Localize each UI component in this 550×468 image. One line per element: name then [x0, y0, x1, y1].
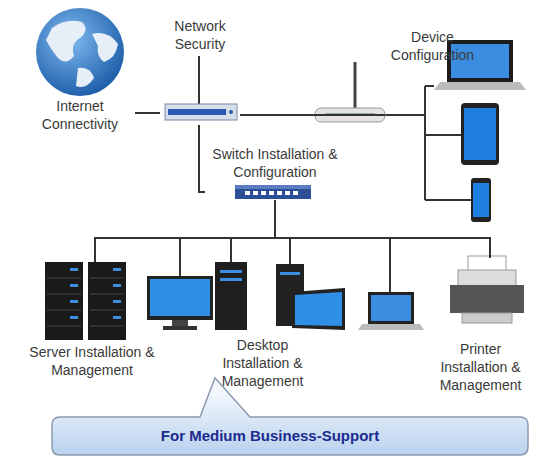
wire	[180, 56, 471, 292]
phone-icon	[471, 178, 491, 222]
device-label: Server Installation & Management	[28, 343, 156, 379]
server-icon	[45, 262, 126, 340]
firewall-node: Network Security	[160, 15, 240, 125]
device-label: Internet Connectivity	[25, 97, 135, 133]
network-cable	[240, 115, 385, 116]
switch-node: Switch Installation & Configuration	[205, 143, 345, 200]
printer-icon	[450, 256, 524, 323]
network-cable	[135, 113, 160, 114]
cable-line	[199, 125, 205, 192]
cable-line	[275, 200, 490, 258]
wireless-router-icon	[315, 62, 385, 122]
network-cable	[275, 200, 490, 258]
printer-node: Printer Installation & Management	[428, 258, 533, 388]
switch-icon	[235, 185, 311, 199]
callout-text: For Medium Business-Support	[50, 427, 490, 445]
network-cable	[199, 125, 205, 192]
network-cable	[231, 200, 275, 262]
device-label: Switch Installation & Configuration	[211, 145, 339, 181]
device-label: Device Configuration	[385, 28, 480, 64]
device-label: Network Security	[160, 17, 240, 53]
callout-bubble: For Medium Business-Support	[50, 415, 530, 457]
globe-icon	[36, 8, 124, 96]
tablet-icon	[461, 103, 499, 165]
cable-line	[231, 200, 275, 262]
cable-line	[135, 112, 160, 114]
firewall-icon	[165, 104, 237, 120]
globe-node: Internet Connectivity	[25, 5, 135, 145]
server-node: Server Installation & Management	[25, 262, 160, 387]
network-cable	[95, 200, 275, 262]
desktop-node: Desktop Installation & Management	[145, 262, 350, 388]
desktop-icon	[147, 262, 345, 330]
device-label: Desktop Installation & Management	[210, 336, 315, 390]
laptop-icon	[358, 292, 424, 330]
cable-line	[95, 200, 275, 262]
device-group-node: Device Configuration	[385, 28, 530, 228]
device-label: Printer Installation & Management	[428, 340, 533, 394]
cable-line	[240, 114, 385, 116]
